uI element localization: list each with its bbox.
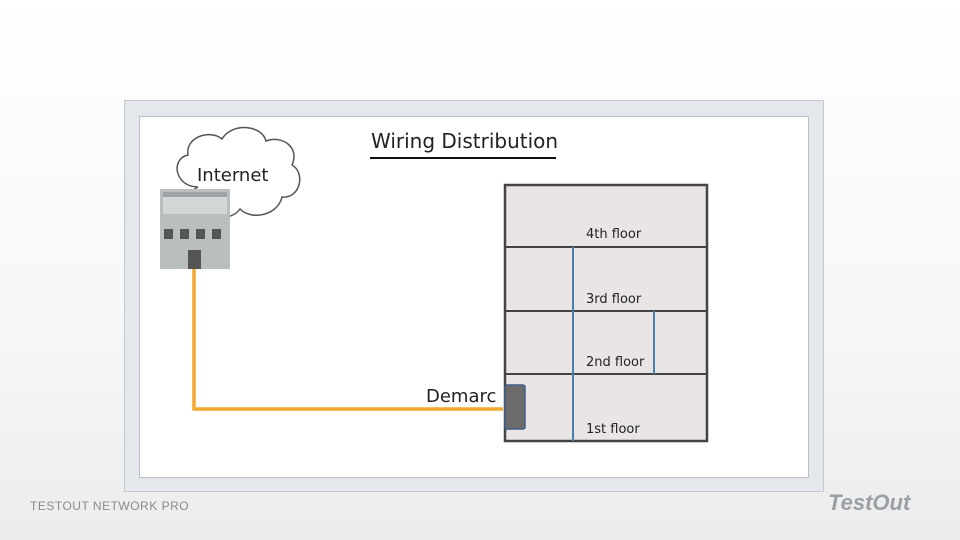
wiring-diagram: Wiring Distribution Internet: [160, 126, 709, 443]
demarc-label: Demarc: [426, 386, 496, 407]
isp-to-demarc-cable: [192, 269, 503, 411]
diagram-title: Wiring Distribution: [371, 129, 558, 153]
demarc-box-icon: [504, 384, 526, 430]
floor-label-4: 4th floor: [586, 227, 642, 242]
slide-frame: Wiring Distribution Internet: [124, 100, 824, 492]
slide-content: Wiring Distribution Internet: [139, 116, 809, 478]
floor-label-1: 1st floor: [586, 422, 640, 437]
footer-course-name: TESTOUT NETWORK PRO: [30, 499, 190, 513]
brand-logo: TestOut: [828, 490, 911, 515]
floor-label-3: 3rd floor: [586, 292, 642, 307]
building: [503, 183, 709, 443]
floor-label-2: 2nd floor: [586, 355, 645, 370]
internet-label: Internet: [197, 165, 268, 186]
isp-building-icon: [160, 189, 230, 269]
